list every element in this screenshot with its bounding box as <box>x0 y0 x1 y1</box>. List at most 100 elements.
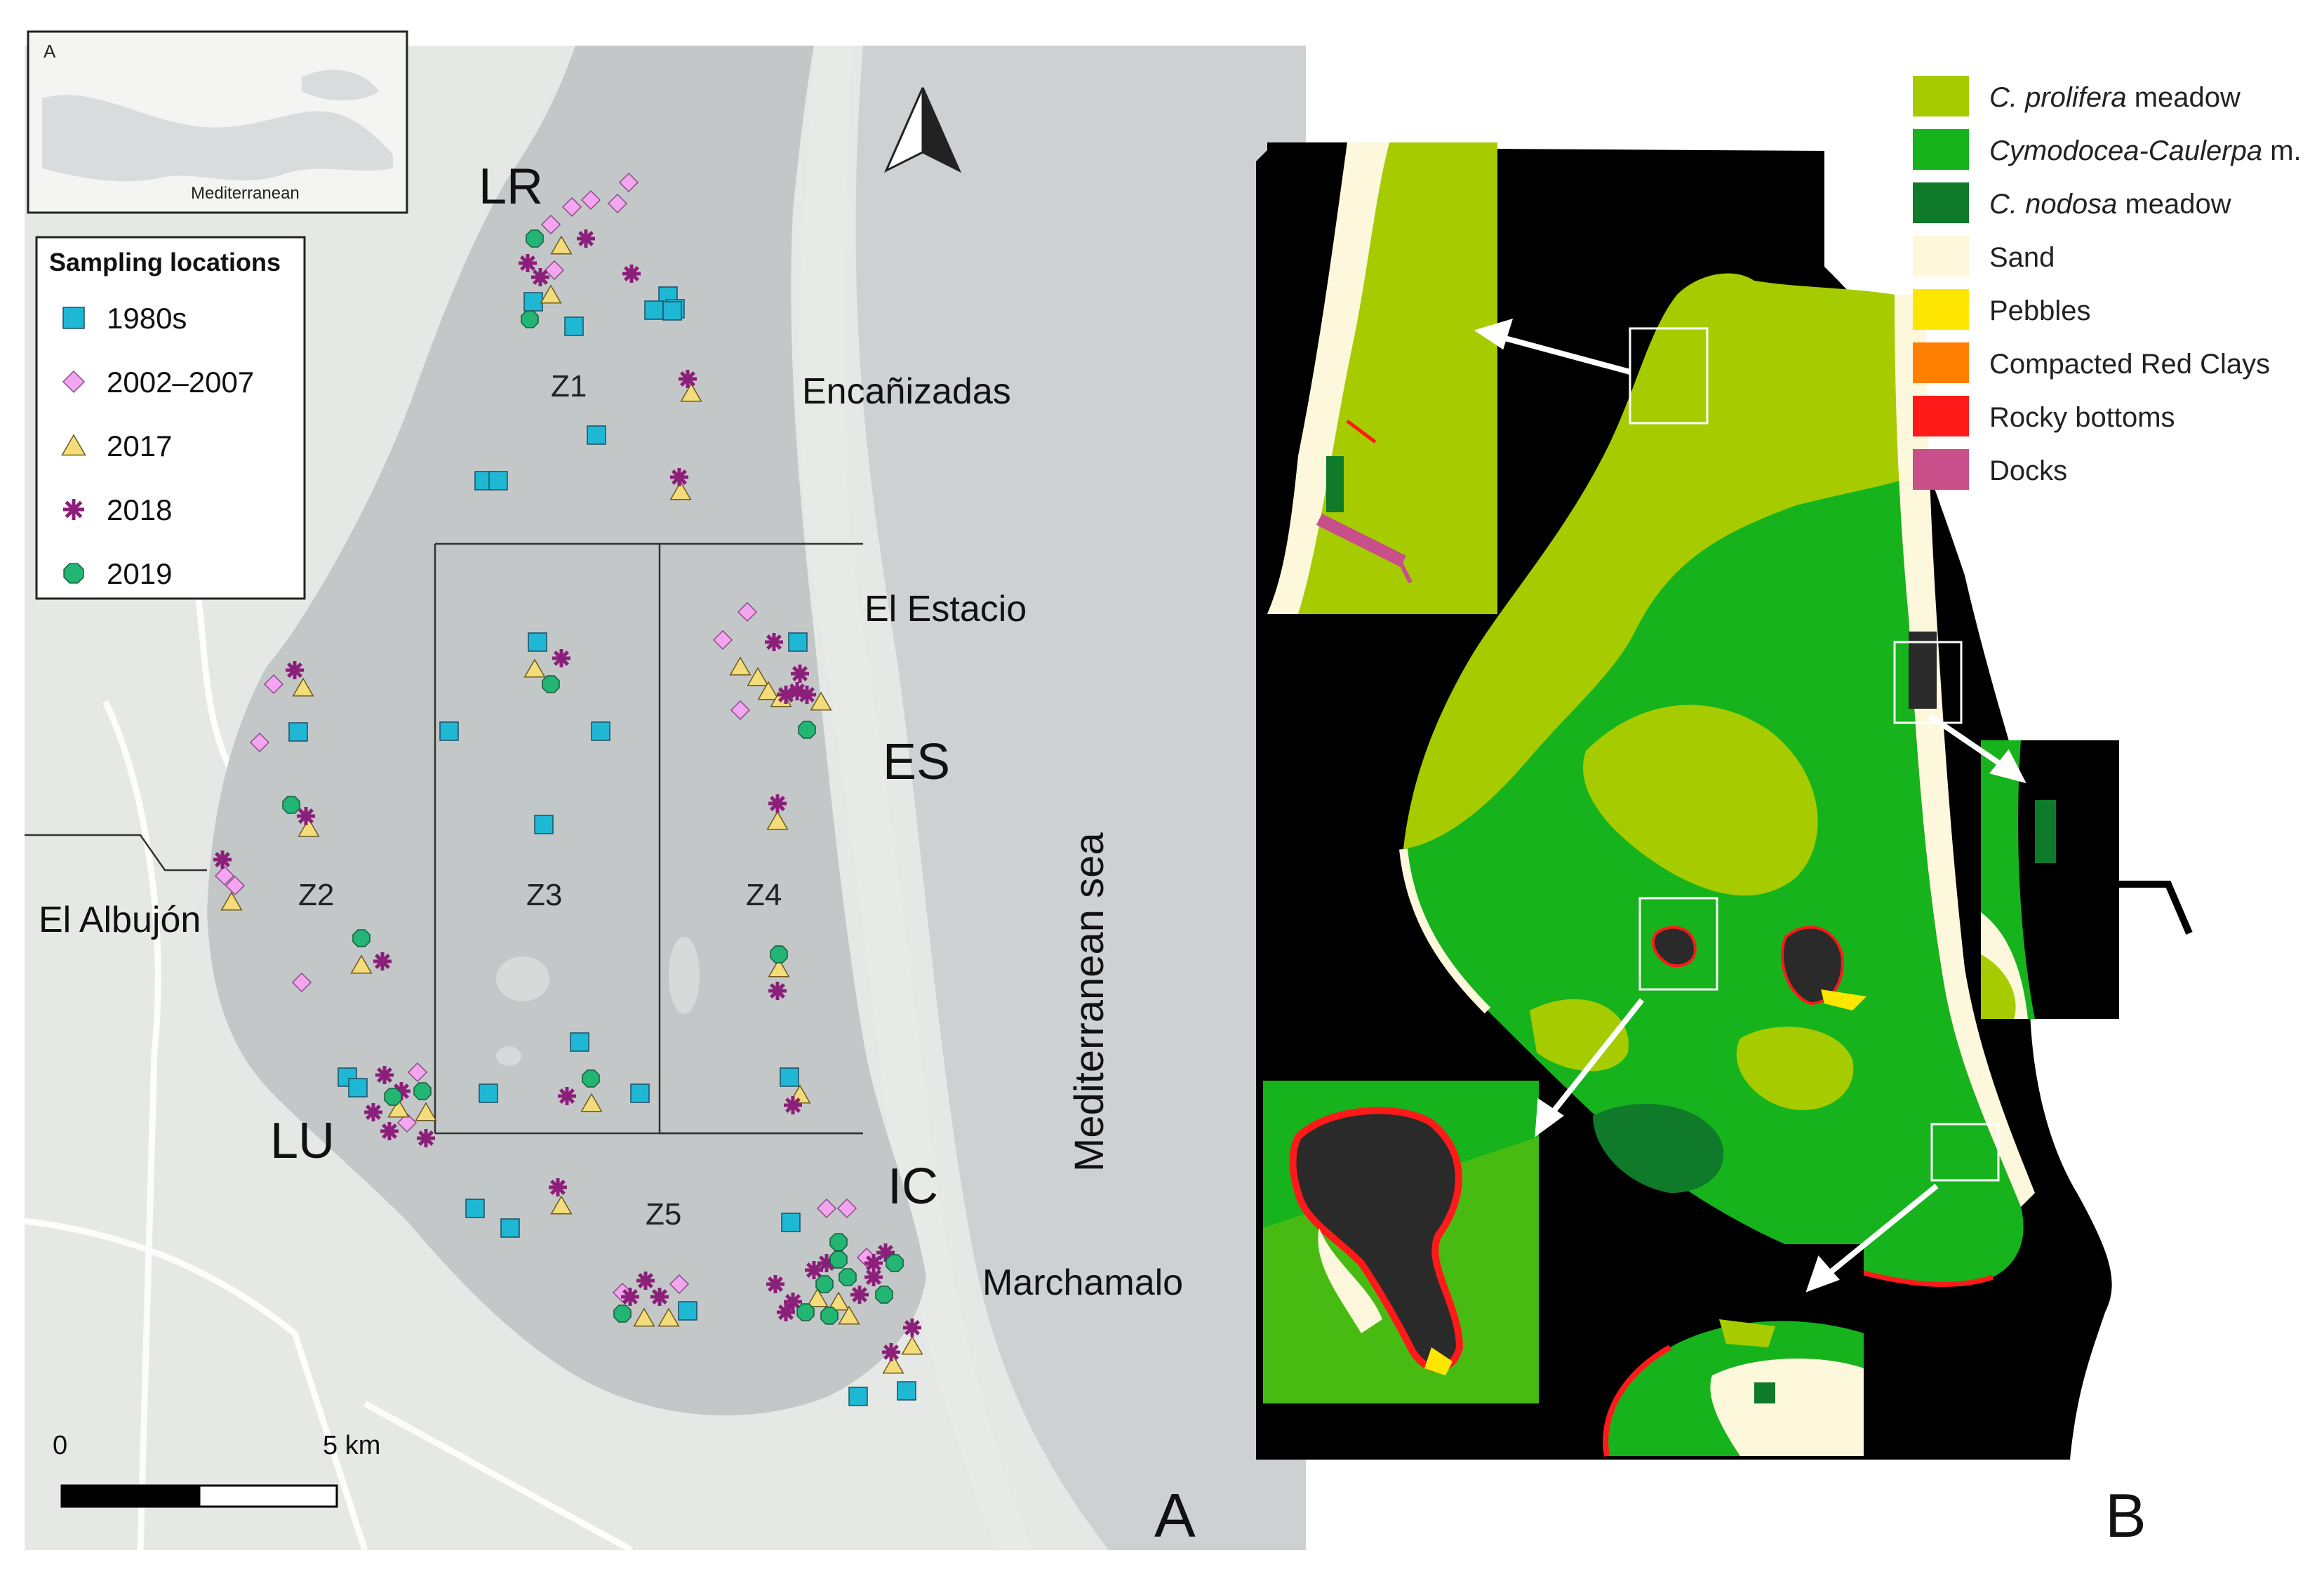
sampling-point-diamond <box>291 972 312 993</box>
sampling-point-octagon <box>798 721 816 739</box>
sampling-point-square <box>678 1301 697 1321</box>
sampling-point-triangle <box>768 958 790 978</box>
legend-swatch <box>1913 236 1969 276</box>
sampling-point-square <box>479 1083 498 1103</box>
sampling-point-triangle <box>657 1307 680 1327</box>
sampling-point-triangle <box>523 658 546 678</box>
sampling-point-diamond <box>540 214 561 235</box>
sampling-point-diamond <box>730 700 751 721</box>
sampling-point-octagon <box>384 1088 402 1106</box>
sampling-point-asterisk <box>549 1178 567 1196</box>
sampling-point-triangle <box>350 954 373 974</box>
sampling-point-octagon <box>820 1307 839 1325</box>
sampling-point-triangle <box>747 667 769 686</box>
sampling-point-asterisk <box>650 1288 669 1306</box>
legend-habitat-label: Pebbles <box>1989 295 2091 326</box>
sampling-point-triangle <box>680 382 702 402</box>
north-arrow-icon <box>883 87 962 173</box>
sampling-point-asterisk <box>766 1275 784 1293</box>
sampling-point-triangle <box>882 1354 904 1374</box>
legend-item-label: 2002–2007 <box>107 366 254 399</box>
inset-island <box>1263 1081 1539 1403</box>
sampling-point-triangle <box>766 810 789 830</box>
sampling-point-octagon <box>796 1303 815 1321</box>
sampling-point-square <box>781 1213 801 1232</box>
legend-symbol-asterisk <box>63 499 84 520</box>
sampling-point-asterisk <box>622 265 641 283</box>
sampling-point-asterisk <box>375 1066 394 1084</box>
sampling-point-triangle <box>387 1098 410 1118</box>
sampling-point-asterisk <box>784 1293 802 1311</box>
sampling-point-square <box>591 721 610 741</box>
sampling-point-diamond <box>396 1112 418 1133</box>
sampling-point-octagon <box>839 1268 857 1286</box>
sampling-point-triangle <box>415 1102 437 1121</box>
sampling-point-octagon <box>582 1069 600 1088</box>
svg-text:A: A <box>44 41 56 62</box>
sampling-point-triangle <box>827 1291 850 1311</box>
sampling-point-octagon <box>829 1233 848 1251</box>
place-el-estacio: El Estacio <box>864 589 1027 629</box>
sampling-point-asterisk <box>213 850 232 869</box>
sampling-point-diamond <box>263 674 284 695</box>
sampling-point-square <box>570 1032 589 1052</box>
sampling-point-triangle <box>550 235 573 255</box>
sampling-point-triangle <box>901 1335 923 1355</box>
inset-south <box>1569 1244 1864 1457</box>
sampling-point-triangle <box>540 284 562 304</box>
sampling-point-square <box>788 632 808 652</box>
sampling-point-diamond <box>561 196 582 218</box>
sampling-point-asterisk <box>882 1343 900 1361</box>
sampling-point-diamond <box>737 601 758 622</box>
site-code-lr: LR <box>479 159 543 215</box>
sampling-point-square <box>348 1078 368 1098</box>
sampling-point-triangle <box>789 1084 811 1104</box>
legend-habitat-label: Cymodocea-Caulerpa m. <box>1989 135 2302 166</box>
sampling-point-asterisk <box>670 468 688 486</box>
sampling-point-asterisk <box>903 1319 921 1337</box>
inset-map: A Mediterranean <box>27 30 408 214</box>
zone-label-z4: Z4 <box>746 878 782 912</box>
legend-swatch <box>1913 396 1969 436</box>
legend-swatch <box>1913 449 1969 490</box>
sampling-point-asterisk <box>850 1286 869 1304</box>
sampling-point-asterisk <box>784 1096 802 1114</box>
sampling-point-square <box>780 1067 799 1087</box>
sampling-point-triangle <box>292 677 314 697</box>
sampling-point-octagon <box>770 945 788 963</box>
sampling-point-triangle <box>757 681 780 700</box>
sampling-point-diamond <box>214 865 235 886</box>
sampling-point-diamond <box>712 629 733 651</box>
sampling-point-square <box>488 471 508 491</box>
zone-label-z3: Z3 <box>526 878 562 912</box>
legend-item-label: 1980s <box>107 302 187 335</box>
scale-end: 5 km <box>323 1431 380 1460</box>
sampling-point-asterisk <box>531 268 549 286</box>
legend-habitat-label: C. prolifera meadow <box>1989 82 2240 113</box>
legend-title: Sampling locations <box>49 248 281 276</box>
site-code-lu: LU <box>270 1113 335 1169</box>
sampling-point-triangle <box>550 1195 573 1215</box>
sampling-point-square <box>662 301 682 321</box>
sampling-point-asterisk <box>636 1272 655 1290</box>
sampling-point-asterisk <box>286 661 304 679</box>
sampling-point-square <box>465 1199 485 1218</box>
sampling-point-asterisk <box>768 982 787 1000</box>
legend-habitat-label: Compacted Red Clays <box>1989 349 2270 380</box>
sampling-point-asterisk <box>552 649 570 667</box>
sampling-point-asterisk <box>297 807 315 825</box>
zone-label-z2: Z2 <box>298 878 334 912</box>
sampling-point-triangle <box>220 891 243 911</box>
sampling-point-asterisk <box>864 1254 883 1272</box>
sampling-point-asterisk <box>519 254 537 272</box>
sampling-point-square <box>897 1381 916 1401</box>
sampling-point-square <box>587 425 606 445</box>
sampling-point-diamond <box>407 1062 428 1083</box>
legend-item-label: 2018 <box>107 493 172 526</box>
sampling-point-diamond <box>607 193 628 214</box>
inset-east <box>1981 740 2193 1019</box>
sampling-point-asterisk <box>558 1087 576 1105</box>
sampling-point-asterisk <box>777 1303 795 1321</box>
legend-habitat-label: Docks <box>1989 455 2067 486</box>
